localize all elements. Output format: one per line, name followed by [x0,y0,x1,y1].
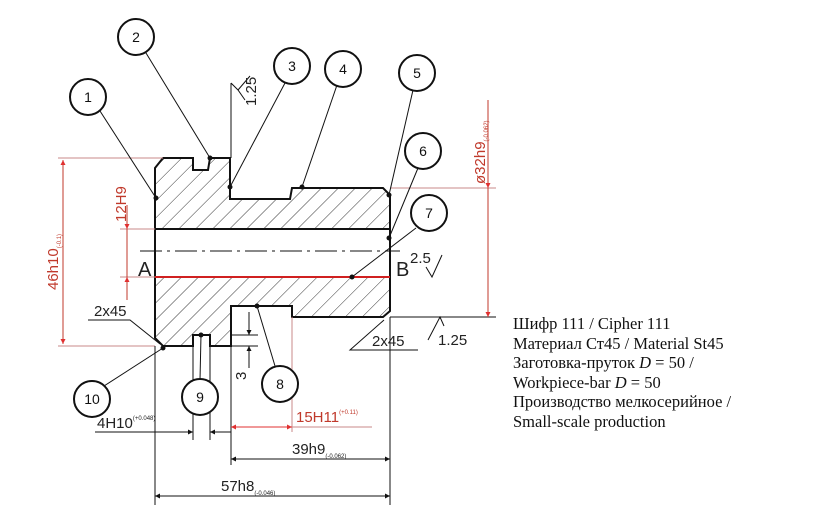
callout-6: 6 [404,132,442,170]
chamfer-left-leader [88,319,161,345]
dim-12h9-label: 12H9 [113,186,130,222]
svg-text:2: 2 [132,29,140,45]
svg-text:8: 8 [276,376,284,392]
info-cipher: Шифр 111 / Cipher 111 [513,314,671,333]
roughness-bore-icon [425,254,443,279]
svg-text:4: 4 [339,61,347,77]
dim-4h10-label: 4H10(+0.048) [97,415,155,432]
dim-32h9-label: ø32h9(-0.062) [472,120,490,184]
info-block: Шифр 111 / Cipher 111 Материал Ст45 / Ma… [513,314,731,431]
label-b: B [396,259,409,281]
dim-46h10-label: 46h10(-0.1) [45,234,63,290]
roughness-bore-label: 2.5 [410,250,431,267]
chamfer-left-label: 2x45 [94,303,127,320]
callout-leaders [99,52,419,387]
dim-39h9-label: 39h9(-0.062) [292,441,346,460]
info-production-ru: Производство мелкосерийное / [513,392,732,411]
chamfer-right-label: 2x45 [372,333,405,350]
extension-lines-black [154,316,496,505]
callout-dots [153,155,392,351]
svg-text:1: 1 [84,89,92,105]
callout-10: 10 [73,380,111,418]
info-workpiece-en: Workpiece-bar D = 50 [513,372,661,392]
callout-2: 2 [117,18,155,56]
callout-9: 9 [181,378,219,416]
roughness-bottom-icon [427,315,445,341]
info-workpiece-ru: Заготовка-пруток D = 50 / [513,353,694,372]
info-material: Материал Ст45 / Material St45 [513,333,724,353]
svg-text:3: 3 [288,58,296,74]
upper-section [154,157,391,230]
dim-57h8-label: 57h8(-0.046) [221,478,275,497]
lower-section [154,276,391,347]
roughness-bottom-label: 1.25 [438,332,467,349]
label-a: A [138,259,152,281]
chamfer-right-leader [348,319,418,351]
roughness-top-icon [230,75,251,158]
info-production-en: Small-scale production [513,411,666,431]
svg-text:9: 9 [196,389,204,405]
roughness-top-label: 1.25 [243,77,260,106]
callout-3: 3 [273,47,311,85]
callout-5: 5 [398,54,436,92]
dim-15h11-label: 15H11(+0.11) [296,409,358,426]
svg-text:10: 10 [84,391,100,407]
svg-text:5: 5 [413,65,421,81]
svg-text:7: 7 [425,205,433,221]
callout-7: 7 [410,194,448,232]
dim-3-label: 3 [233,372,250,380]
svg-text:6: 6 [419,143,427,159]
callout-4: 4 [324,50,362,88]
callout-8: 8 [261,365,299,403]
callout-1: 1 [69,78,107,116]
